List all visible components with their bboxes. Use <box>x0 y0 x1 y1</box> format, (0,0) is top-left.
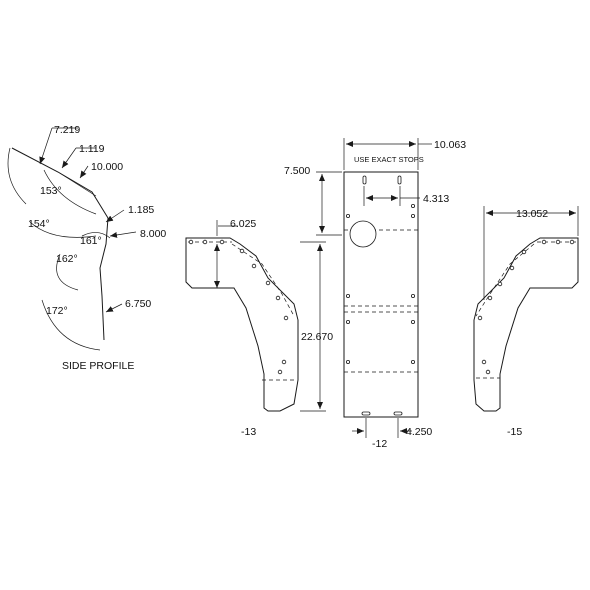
part-15-view: 13.052 -15 <box>473 206 579 438</box>
part-13-view: 6.025 22.670 -13 <box>185 218 333 438</box>
part-13-dim-height: 22.670 <box>301 331 333 343</box>
side-dim-6750: 6.750 <box>125 298 151 310</box>
part-12-view: 10.063 USE EXACT STOPS 7.500 4.313 4.250… <box>284 138 466 450</box>
side-profile-inner-line <box>57 171 97 197</box>
part-12-label: -12 <box>372 438 387 450</box>
side-angle-153: 153° <box>40 185 62 197</box>
part-13-label: -13 <box>241 426 256 438</box>
side-angle-161: 161° <box>80 235 102 247</box>
part-12-dim-bottom: 4.250 <box>406 426 432 438</box>
side-dim-8000: 8.000 <box>140 228 166 240</box>
part-13-dim-width: 6.025 <box>230 218 256 230</box>
side-angle-154: 154° <box>28 218 50 230</box>
side-angle-172: 172° <box>46 305 68 317</box>
side-dim-10000: 10.000 <box>91 161 123 173</box>
side-dim-1119: 1.119 <box>79 143 105 155</box>
part-13-outline <box>185 237 299 412</box>
side-angle-162: 162° <box>56 253 78 265</box>
side-dim-1185: 1.185 <box>128 204 154 216</box>
part-12-holes <box>345 203 415 364</box>
part-12-dim-offset: 7.500 <box>284 165 310 177</box>
part-12-outline <box>343 171 419 418</box>
part-12-dim-width: 10.063 <box>434 139 466 151</box>
part-15-dim-width: 13.052 <box>516 208 548 220</box>
side-profile-title: SIDE PROFILE <box>62 360 134 372</box>
part-12-slots <box>361 175 403 416</box>
part-13-holes <box>188 239 289 375</box>
part-12-dim-slot: 4.313 <box>423 193 449 205</box>
part-12-note: USE EXACT STOPS <box>354 155 424 164</box>
part-15-label: -15 <box>507 426 522 438</box>
part-15-outline <box>473 237 579 412</box>
side-dim-7219: 7.219 <box>54 124 80 136</box>
side-profile-view: 7.219 1.119 10.000 1.185 8.000 6.750 153… <box>7 124 166 372</box>
part-12-large-hole <box>349 220 377 248</box>
part-15-holes <box>477 239 575 375</box>
